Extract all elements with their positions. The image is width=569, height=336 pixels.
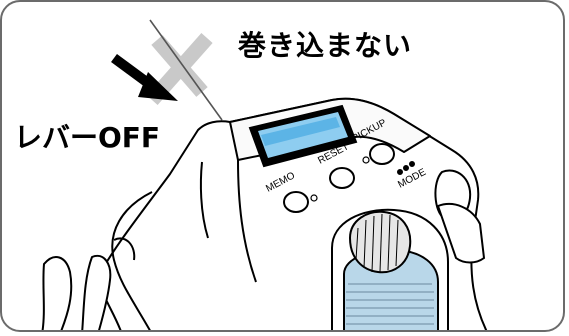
memo-button[interactable] (283, 191, 309, 213)
mode-dot-3 (409, 161, 415, 167)
lever[interactable] (436, 203, 486, 264)
reel-illustration: MEMO RESET PICKUP MODE (41, 19, 488, 330)
pickup-led (362, 156, 370, 164)
lcd-display (248, 104, 358, 168)
fishing-line (149, 19, 223, 121)
no-retrieve-label: 巻き込まない (238, 29, 413, 62)
lever-off-label: レバーOFF (14, 121, 161, 154)
spool (331, 208, 449, 330)
drag-knob[interactable] (348, 210, 412, 274)
arrow-icon (111, 53, 178, 101)
mode-dot-1 (397, 169, 403, 175)
pickup-button[interactable] (369, 143, 395, 165)
reset-button[interactable] (329, 167, 355, 189)
memo-led (310, 194, 318, 202)
mode-dot-2 (403, 165, 409, 171)
